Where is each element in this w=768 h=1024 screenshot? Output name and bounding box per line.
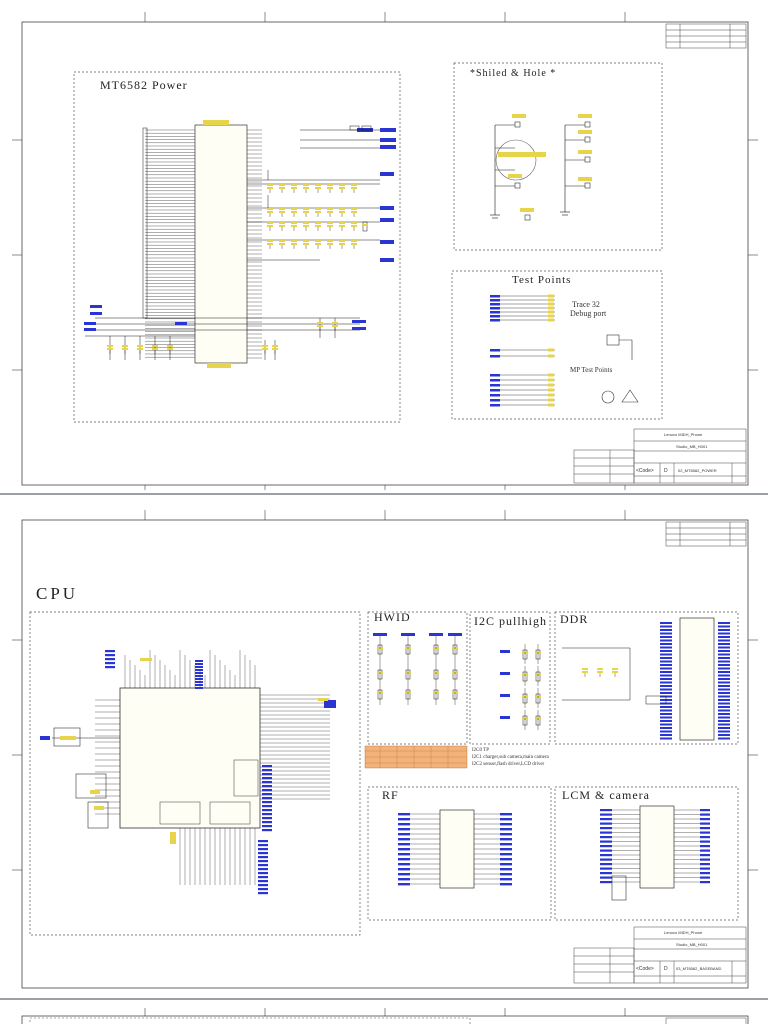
titleblock-code: <Code> bbox=[636, 468, 654, 474]
section-title-hwid: HWID bbox=[374, 610, 411, 624]
titleblock2-company: Lenovo MIDH_Phone bbox=[664, 930, 703, 935]
debug-port-label: Debug port bbox=[570, 309, 607, 318]
titleblock2-doc: 03_MT6582_BASEBAND bbox=[676, 966, 722, 971]
section-title-cpu: CPU bbox=[36, 584, 79, 603]
sheet3-drawing bbox=[21, 1008, 749, 1024]
sheet-separator-1 bbox=[0, 493, 768, 495]
sheet2-drawing bbox=[12, 510, 758, 989]
i2c-note-1: I2C1 charger,sub camera,main camera bbox=[472, 755, 549, 760]
schematic-sheet-partial bbox=[0, 1004, 768, 1024]
i2c-note-2: I2C2 sensor,flash driver,LCD driver bbox=[472, 762, 545, 767]
titleblock2-code: <Code> bbox=[636, 966, 654, 972]
section-title-power: MT6582 Power bbox=[100, 78, 188, 92]
titleblock2-project: Studio_MB_H001 bbox=[676, 942, 708, 947]
section-title-rf: RF bbox=[382, 788, 399, 802]
titleblock-rev: D bbox=[664, 468, 668, 474]
section-title-test-points: Test Points bbox=[512, 274, 572, 286]
sheet-separator-2 bbox=[0, 998, 768, 1000]
trace32-label: Trace 32 bbox=[572, 300, 600, 309]
schematic-sheet-power: MT6582 Power *Shiled & Hole * Test Point… bbox=[0, 0, 768, 490]
section-title-shield: *Shiled & Hole * bbox=[470, 68, 557, 79]
i2c-address-table bbox=[364, 745, 468, 769]
section-title-i2c: I2C pullhigh bbox=[474, 614, 548, 628]
section-title-ddr: DDR bbox=[560, 612, 589, 626]
titleblock-company: Lenovo MIDH_Phone bbox=[664, 432, 703, 437]
titleblock-doc: 02_MT6582_POWER bbox=[678, 468, 717, 473]
schematic-sheet-baseband: CPU HWID I2C pullhigh DDR RF LCM & camer… bbox=[0, 500, 768, 995]
section-title-lcm-camera: LCM & camera bbox=[562, 788, 650, 802]
sheet1-drawing bbox=[12, 12, 758, 490]
titleblock-project: Studio_MB_H001 bbox=[676, 444, 708, 449]
i2c-note-0: I2C0 TP bbox=[472, 748, 489, 753]
mp-test-points-label: MP Test Points bbox=[570, 366, 613, 374]
titleblock2-rev: D bbox=[664, 966, 668, 972]
